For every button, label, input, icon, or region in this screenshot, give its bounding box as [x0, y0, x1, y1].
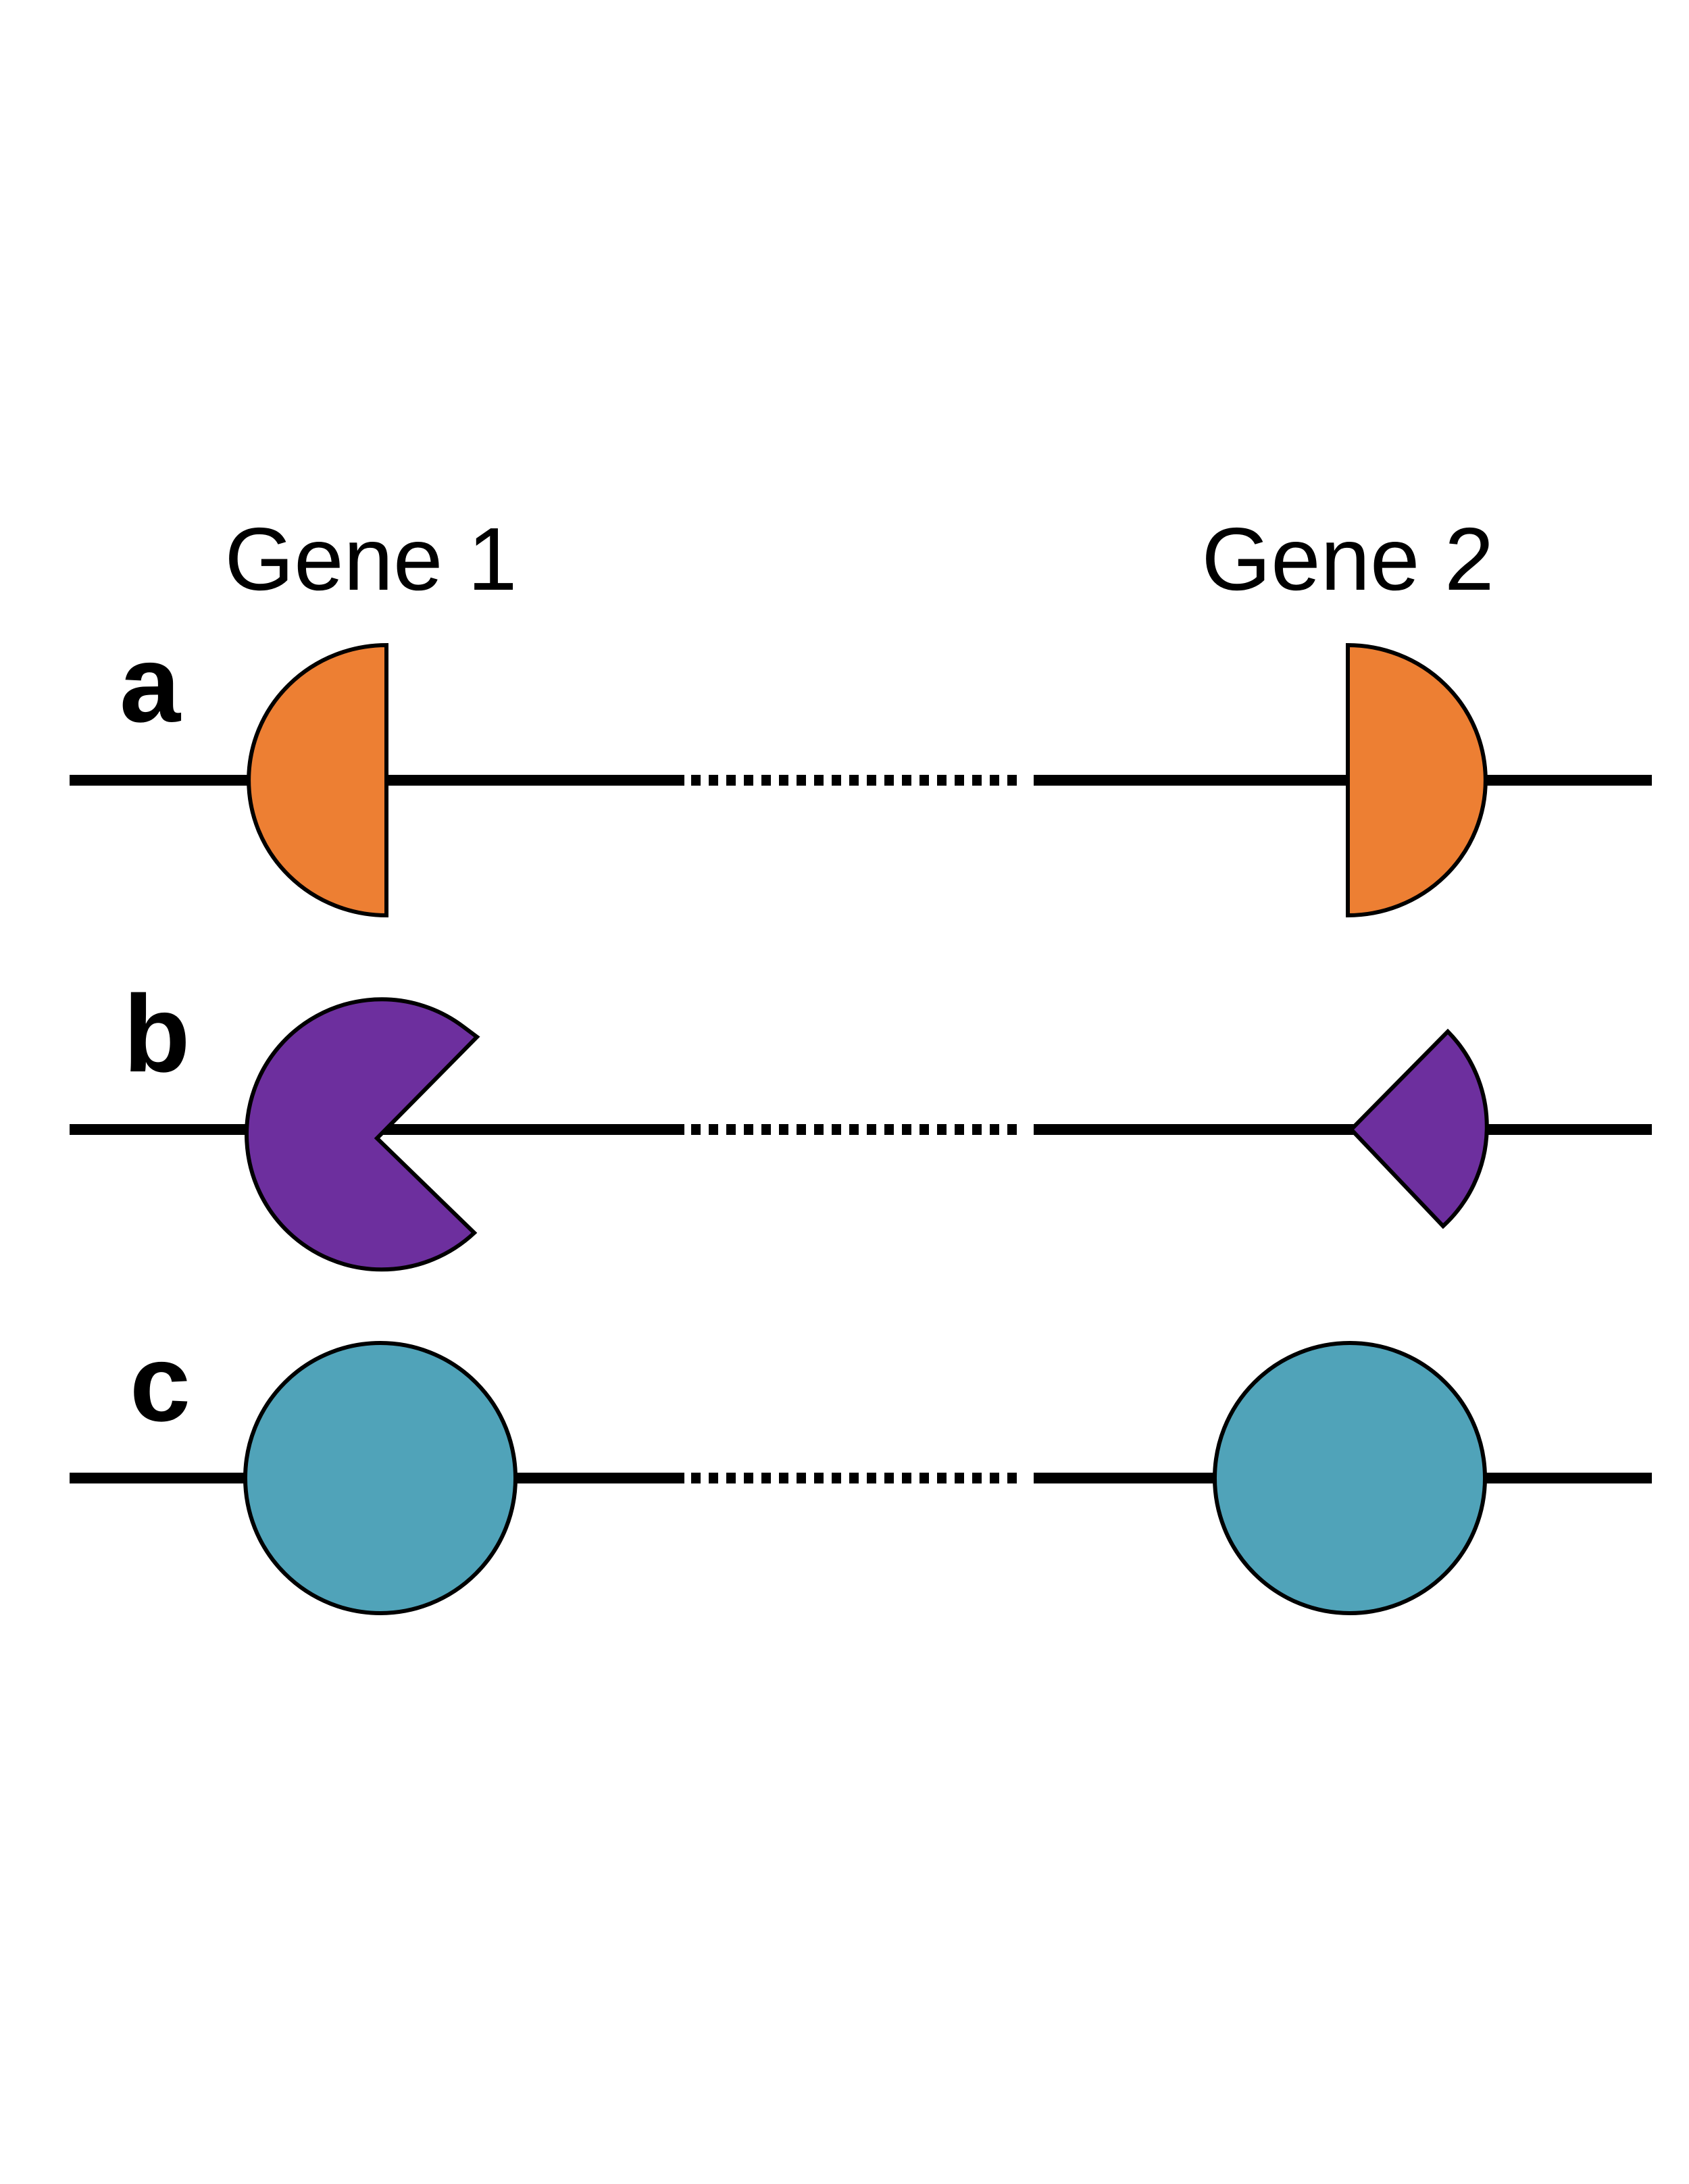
- gene-2-label: Gene 2: [1202, 509, 1494, 609]
- row-c-gene-2-circle: [1213, 1341, 1487, 1615]
- row-a-gene-1-half-circle: [247, 642, 388, 918]
- row-a-label: a: [120, 623, 182, 745]
- row-c-label: c: [130, 1322, 191, 1444]
- row-a-gene-2-half-circle: [1346, 642, 1488, 918]
- row-b-label: b: [124, 973, 191, 1095]
- row-c: c: [70, 1322, 1652, 1615]
- row-c-gene-1-circle: [243, 1341, 518, 1615]
- gene-1-label: Gene 1: [225, 509, 518, 609]
- row-b-gene-2-wedge: [1348, 1028, 1489, 1229]
- row-a: a: [70, 623, 1652, 918]
- row-b: b: [70, 973, 1652, 1272]
- row-b-gene-1-pacman: [245, 997, 480, 1272]
